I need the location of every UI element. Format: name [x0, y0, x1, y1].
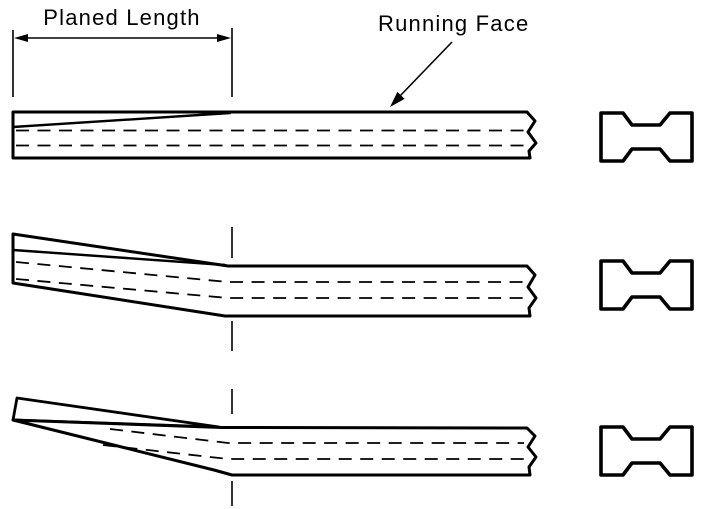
- rail-cross-section-3: [599, 425, 694, 477]
- lamination-dashed-line: [102, 444, 524, 460]
- planing-cut-line: [11, 248, 227, 267]
- cross-section-outline: [599, 111, 694, 163]
- rail-side-view-2: [11, 227, 538, 351]
- rail-outline: [11, 418, 538, 477]
- running-face-arrowhead-icon: [390, 91, 405, 107]
- planing-cut-line: [11, 111, 232, 129]
- lamination-dashed-line: [109, 428, 524, 444]
- lamination-dashed-line: [15, 261, 524, 283]
- running-face-leader-line: [398, 41, 453, 98]
- rail-outline: [11, 232, 538, 318]
- dimension-arrow-left-icon: [14, 34, 28, 42]
- rail-side-view-3: [11, 389, 538, 506]
- cross-section-outline: [599, 259, 694, 311]
- planed-length-label: Planed Length: [43, 5, 201, 30]
- running-face-label: Running Face: [378, 11, 529, 36]
- rail-side-view-1: [11, 110, 538, 160]
- planed-length-dimension: Planed Length: [12, 5, 233, 97]
- lamination-dashed-line: [15, 278, 524, 299]
- rail-cross-section-2: [599, 259, 694, 311]
- dimension-arrow-right-icon: [217, 34, 231, 42]
- rail-outline: [11, 110, 538, 160]
- running-face-callout: Running Face: [378, 11, 529, 107]
- rail-cross-section-1: [599, 111, 694, 163]
- cross-section-outline: [599, 425, 694, 477]
